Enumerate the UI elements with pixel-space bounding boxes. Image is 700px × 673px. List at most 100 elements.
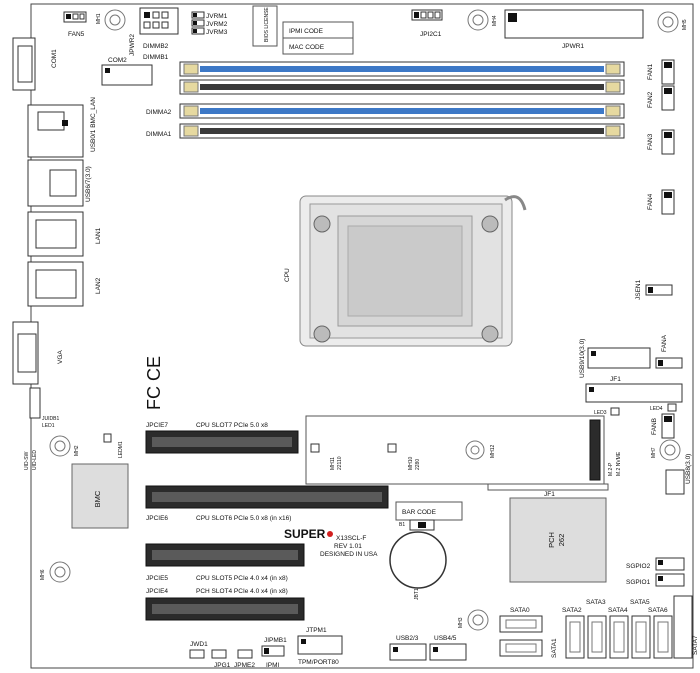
fan2-header: FAN2	[647, 85, 675, 111]
mh2-mounting-hole: MH2	[49, 435, 80, 457]
jpwr1-atx-connector: JPWR1	[504, 9, 644, 50]
fanb-header: FANB	[651, 413, 675, 439]
com1-label: COM1	[51, 49, 58, 68]
fan4-label: FAN4	[647, 193, 654, 210]
jpcie5-slot	[145, 543, 305, 567]
sgpio2-label: SGPIO2	[626, 563, 651, 570]
led3-label: LED3	[594, 410, 607, 416]
jvrm3-label: JVRM3	[206, 29, 228, 36]
jipmb1-header: JIPMB1 IPMI	[261, 637, 287, 669]
dimmb2-slot	[179, 79, 625, 95]
jtpm1-header: JTPM1 TPM/PORT80	[297, 627, 343, 666]
super-brand-text: SUPER	[284, 527, 326, 541]
fan1-label: FAN1	[647, 63, 654, 80]
jf1-top-label: JF1	[610, 376, 621, 383]
pch-chip: PCH 262	[509, 497, 607, 583]
jpcie5-label: JPCIE5	[146, 575, 168, 582]
fana-header: FANA	[655, 334, 683, 369]
led1-label: LED1	[42, 423, 55, 429]
brand-dot	[327, 531, 333, 537]
sata3-label: SATA3	[586, 599, 606, 606]
mh1-label: MH1	[96, 13, 102, 24]
lan1-label: LAN1	[95, 227, 102, 244]
dimmb2-label: DIMMB2	[143, 43, 169, 50]
sgpio-headers: SGPIO2 SGPIO1	[626, 557, 685, 587]
sata2-port	[565, 615, 585, 659]
dimma2-slot	[179, 103, 625, 119]
mh10-size: 2280	[415, 459, 421, 470]
mh1-mounting-hole: MH1	[96, 9, 126, 31]
sata7-port: SATA7	[673, 595, 699, 659]
com1-serial-port: COM1	[12, 37, 58, 91]
jf1-front-panel-header: JF1	[585, 376, 683, 403]
bmc-label: BMC	[93, 490, 102, 507]
jbt1-battery: JBT1	[389, 531, 447, 600]
cpu-slot5-label: CPU SLOT5 PCIe 4.0 x4 (in x8)	[196, 575, 288, 582]
mh6-label: MH6	[40, 569, 46, 580]
fan1-header: FAN1	[647, 59, 675, 85]
b1-buzzer: B1	[399, 519, 435, 531]
led4-label: LED4	[650, 406, 663, 412]
mh7-label: MH7	[651, 447, 657, 458]
sata0-label: SATA0	[510, 607, 530, 614]
dimma1-label: DIMMA1	[146, 131, 172, 138]
cpu-slot6-label: CPU SLOT6 PCIe 5.0 x8 (in x16)	[196, 515, 291, 522]
mac-code-sticker: MAC CODE	[282, 37, 354, 55]
lan2-label: LAN2	[95, 277, 102, 294]
b1-label: B1	[399, 522, 405, 528]
sata5-port	[631, 615, 651, 659]
jbt1-label: JBT1	[414, 588, 420, 600]
model-line2: REV 1.01	[334, 543, 362, 550]
bios-license-label: BIOS LICENSE	[264, 7, 270, 42]
uid-led-label: UID-LED	[32, 450, 38, 470]
jpcie7-label: JPCIE7	[146, 422, 168, 429]
sata1-port: SATA1	[499, 638, 558, 658]
pch-model-label: 262	[557, 534, 566, 547]
fcc-ce-mark: FC CE	[144, 356, 164, 410]
mh4-label: MH4	[492, 15, 498, 26]
cpu-label: CPU	[284, 268, 291, 282]
jwd1-label: JWD1	[190, 641, 208, 648]
mh2-label: MH2	[74, 445, 80, 456]
jsen1-label: JSEN1	[635, 279, 642, 300]
fan3-label: FAN3	[647, 133, 654, 150]
tpm-port80-label: TPM/PORT80	[298, 659, 339, 666]
lan2-port: LAN2	[27, 261, 102, 307]
jpcie6-slot	[145, 485, 389, 509]
jpi2c1-header: JPI2C1	[411, 9, 443, 38]
jpme2-label: JPME2	[234, 662, 255, 669]
ledm1-indicator: LEDM1	[103, 433, 124, 458]
juidb1-label: JUIDB1	[42, 416, 59, 422]
bmc-chip: BMC	[71, 463, 129, 529]
jtpm1-label: JTPM1	[306, 627, 327, 634]
sata2-label: SATA2	[562, 607, 582, 614]
mh4-mounting-hole: MH4	[467, 9, 498, 31]
usb45-label: USB4/5	[434, 635, 457, 642]
usb910-header: USB9/10(3.0)	[579, 339, 651, 378]
usb01-label: USB0/1 BMC_LAN	[90, 97, 97, 152]
sata4-port	[609, 615, 629, 659]
jpwr2-label: JPWR2	[129, 34, 136, 56]
sata7-label: SATA7	[692, 635, 699, 655]
sata5-label: SATA5	[630, 599, 650, 606]
dimma1-slot	[179, 123, 625, 139]
jsen1-header: JSEN1	[635, 279, 673, 300]
fan4-header: FAN4	[647, 189, 675, 215]
jvrm1-label: JVRM1	[206, 13, 228, 20]
jpme2-jumper: JPME2	[234, 649, 255, 669]
pch-slot4-label: PCH SLOT4 PCIe 4.0 x4 (in x8)	[196, 588, 288, 595]
led3-indicator: LED3	[594, 407, 620, 416]
jipmb1-label: JIPMB1	[264, 637, 287, 644]
dimmb1-slot	[179, 61, 625, 77]
jpwr1-label: JPWR1	[562, 43, 584, 50]
supermicro-logo: SUPER	[284, 527, 333, 541]
usb23-header: USB2/3	[389, 635, 427, 661]
ipmi-code-sticker: IPMI CODE	[282, 21, 354, 39]
vga-label: VGA	[57, 350, 64, 364]
jpcie4-label: JPCIE4	[146, 588, 168, 595]
sata1-label: SATA1	[551, 638, 558, 658]
bar-code-sticker: BAR CODE	[395, 501, 463, 521]
mh7-mounting-hole: MH7	[651, 439, 681, 461]
jvrm-headers: JVRM1 JVRM2 JVRM3	[191, 11, 228, 36]
led4-indicator: LED4	[650, 403, 677, 412]
